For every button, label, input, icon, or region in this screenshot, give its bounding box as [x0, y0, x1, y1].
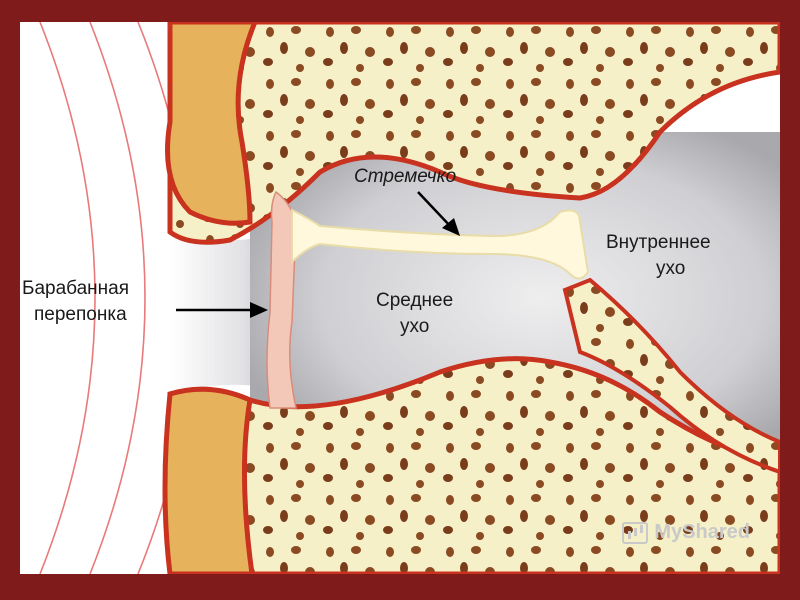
cochlear-wall: [562, 277, 780, 475]
ear-diagram: Стремечко Внутреннее ухо Среднее ухо Бар…: [20, 22, 780, 574]
stapes-label: Стремечко: [354, 166, 456, 187]
stapes-arrow: [417, 191, 460, 236]
ear-illustration: Стремечко Внутреннее ухо Среднее ухо Бар…: [22, 22, 780, 574]
eardrum-label-line2: перепонка: [34, 304, 127, 325]
watermark-text: MyShared: [654, 521, 750, 543]
eardrum-arrow: [176, 302, 268, 318]
stapes-bone: [291, 208, 590, 280]
inner-ear-label-line1: Внутреннее: [606, 232, 711, 253]
middle-ear-label-line1: Среднее: [376, 290, 453, 311]
upper-canal-cartilage: [165, 22, 258, 226]
chart-logo-icon: [622, 521, 649, 544]
middle-ear-label-line2: ухо: [400, 316, 429, 337]
eardrum-label-line1: Барабанная: [22, 278, 129, 299]
inner-ear-label-line2: ухо: [656, 258, 685, 279]
watermark: MyShared: [622, 521, 750, 544]
lower-canal-cartilage: [162, 386, 255, 574]
upper-temporal-bone: [167, 22, 780, 245]
